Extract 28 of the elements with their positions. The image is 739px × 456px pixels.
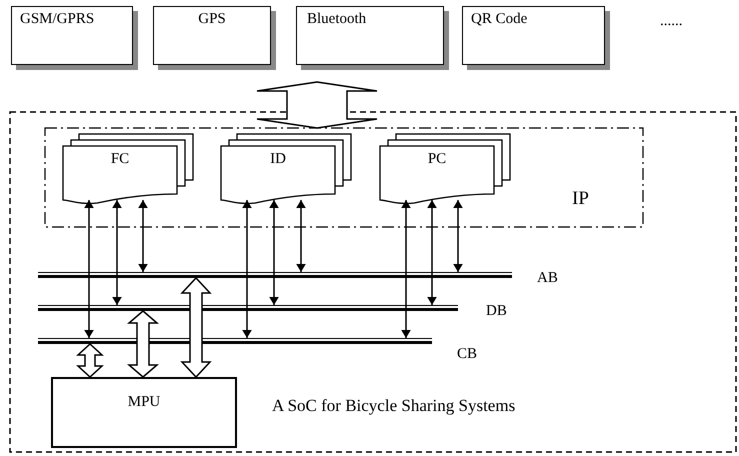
module-label: GPS — [197, 10, 227, 28]
bus-label: AB — [537, 269, 559, 287]
double-arrow — [269, 200, 279, 305]
region-label: IP — [572, 188, 589, 210]
double-arrow — [112, 200, 122, 305]
module-label: GSM/GPRS — [20, 10, 94, 28]
block-label: ID — [269, 150, 287, 168]
bus-label: DB — [486, 302, 508, 320]
processor-label: MPU — [126, 393, 162, 411]
bus-label: CB — [457, 345, 478, 363]
double-arrow — [84, 200, 94, 338]
double-arrow — [138, 200, 148, 272]
double-arrow — [242, 200, 252, 338]
module-label: Bluetooth — [307, 10, 366, 28]
hollow-double-arrow — [126, 310, 160, 378]
system-caption: A SoC for Bicycle Sharing Systems — [272, 397, 516, 415]
hollow-double-arrow — [256, 81, 378, 129]
double-arrow — [296, 200, 306, 272]
processor-box — [51, 377, 237, 448]
block-label: PC — [426, 150, 448, 168]
block-label: FC — [110, 150, 130, 168]
hollow-double-arrow — [76, 342, 104, 378]
double-arrow — [401, 200, 411, 338]
double-arrow — [453, 200, 463, 272]
double-arrow — [427, 200, 437, 305]
ellipsis-text: ...... — [660, 12, 682, 30]
hollow-double-arrow — [180, 276, 212, 378]
module-label: QR Code — [471, 10, 528, 28]
